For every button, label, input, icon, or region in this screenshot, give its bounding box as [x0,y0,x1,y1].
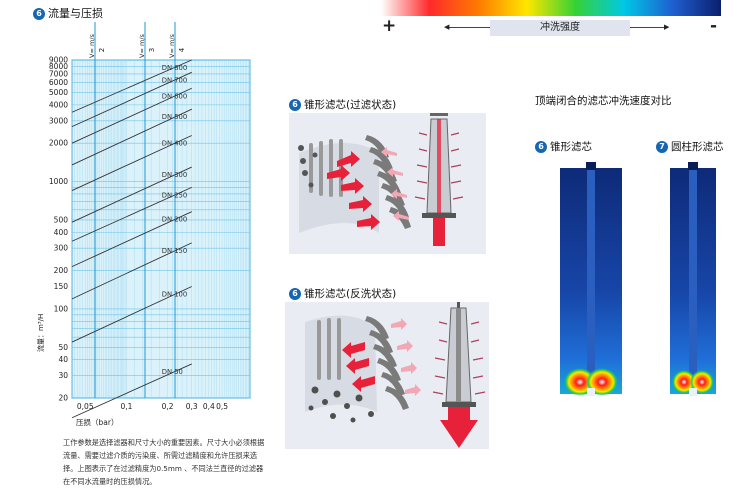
x-tick-label: 0,2 [162,402,174,411]
y-tick-label: 5000 [49,88,68,97]
section-number-badge: 6 [289,288,301,300]
comparison-title: 顶端闭合的滤芯冲洗速度对比 [535,95,672,107]
filter-rings-section-backwash [305,315,421,423]
cone-filtering-illustration [298,113,464,246]
y-tick-label: 150 [54,282,69,291]
series-label: DN 250 [162,191,187,199]
left-arrow-icon: ◀ [444,23,450,31]
y-tick-label: 40 [58,355,68,364]
section-number-badge: 6 [33,8,45,20]
series-label: DN 300 [162,171,187,179]
y-tick-label: 7000 [49,69,68,78]
cylinder-flow-simulation [670,162,716,396]
flow-section-title: 流量与压损 [48,7,103,20]
series-label: DN 700 [162,76,187,84]
y-tick-label: 1000 [49,177,68,186]
intensity-gradient-bar [381,0,721,16]
y-tick-label: 3000 [49,116,68,125]
series-label: DN 100 [162,291,187,299]
right-arrow-icon: ▶ [664,23,670,31]
cone-filtering-panel [289,113,486,254]
y-tick-label: 8000 [49,62,68,71]
x-tick-label: 0,5 [216,402,228,411]
y-tick-label: 6000 [49,78,68,87]
section-number-badge: 7 [656,141,668,153]
y-tick-label: 500 [54,215,69,224]
y-tick-label: 30 [58,371,68,380]
series-line-dn300 [71,166,192,223]
right-arrow-line [630,27,668,28]
cone-backwash-title: 锥形滤芯(反洗状态) [304,288,397,300]
section-number-badge: 6 [289,99,301,111]
x-axis-label: 压损（bar） [76,418,119,427]
series-line-dn200 [71,211,192,268]
series-line-dn400 [71,135,192,191]
plus-sign: + [382,16,397,36]
y-tick-label: 50 [58,343,68,352]
series-line-dn50 [71,363,192,419]
series-line-dn600 [71,87,192,144]
intensity-label: 冲洗强度 [490,20,630,36]
y-axis-label: 流量：m³/H [37,313,45,352]
series-label: DN 200 [162,216,187,224]
series-label: DN 400 [162,139,187,147]
minus-sign: - [710,16,718,36]
section-number-badge: 6 [535,141,547,153]
series-label: DN 50 [162,368,183,376]
y-tick-label: 200 [54,266,69,275]
series-line-dn250 [71,186,192,242]
series-label: DN 150 [162,247,187,255]
y-tick-label: 9000 [49,56,68,65]
series-label: DN 600 [162,92,187,100]
cone-element-filtering [414,113,464,246]
series-line-dn150 [71,242,192,300]
x-tick-label: 0,3 [186,402,198,411]
y-tick-label: 4000 [49,100,68,109]
y-tick-label: 300 [54,244,69,253]
series-label: DN 800 [162,64,187,72]
cone-backwash-illustration [305,302,486,448]
x-tick-label: 0,05 [77,402,94,411]
series-line-dn100 [71,286,192,343]
y-tick-label: 20 [58,394,68,403]
x-tick-label: 0,1 [120,402,132,411]
x-tick-label: 0,4 [203,402,215,411]
y-tick-label: 100 [54,304,69,313]
filter-rings-section [298,135,411,233]
series-line-dn800 [71,59,192,113]
series-line-dn500 [71,108,192,166]
y-tick-label: 400 [54,228,69,237]
cone-element-backwash [432,302,486,448]
series-label: DN 500 [162,113,187,121]
left-arrow-line [446,27,491,28]
chart-note: 工作参数是选择滤器和尺寸大小的重要因素。尺寸大小必须根据流量、需要过滤介质的污染… [63,438,265,486]
cone-filtering-title: 锥形滤芯(过滤状态) [304,99,397,111]
cone-flow-simulation [560,162,622,396]
cone-backwash-panel [285,302,489,449]
series-line-dn700 [71,71,192,128]
y-tick-label: 2000 [49,139,68,148]
